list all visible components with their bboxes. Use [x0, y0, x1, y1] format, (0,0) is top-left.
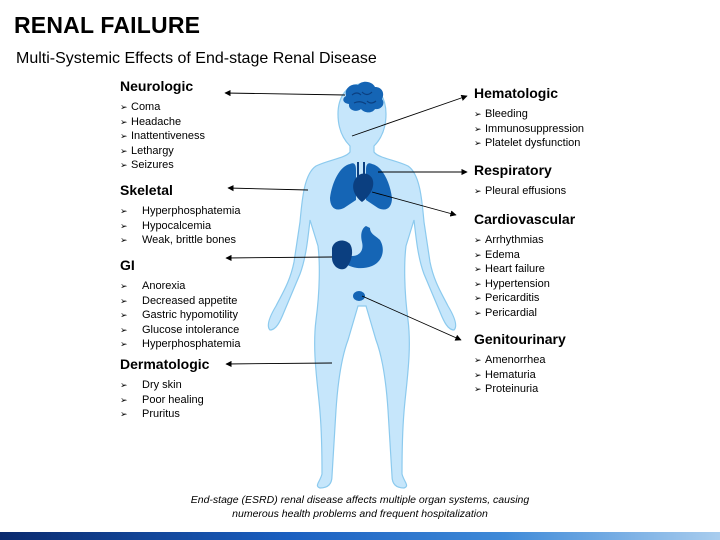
section-skeletal: Skeletal ➢Hyperphosphatemia ➢Hypocalcemi… [120, 182, 240, 248]
connector-arrows [224, 89, 468, 368]
list-item: ➢Decreased appetite [120, 294, 238, 307]
bladder-icon [353, 291, 365, 301]
stomach-icon [332, 226, 383, 270]
arrow-dermatologic [225, 360, 333, 368]
section-cardiovascular: Cardiovascular ➢Arrhythmias ➢Edema ➢Hear… [474, 211, 575, 320]
brain-icon [343, 81, 384, 113]
section-heading: Genitourinary [474, 331, 566, 347]
bottom-accent-bar [0, 532, 720, 540]
arrow-hematologic [351, 94, 468, 137]
human-body-silhouette [267, 83, 457, 489]
page-title: RENAL FAILURE [14, 12, 201, 38]
section-dermatologic: Dermatologic ➢Dry skin ➢Poor healing ➢Pr… [120, 356, 209, 422]
list-item: ➢Immunosuppression [474, 122, 585, 135]
section-heading: Respiratory [474, 162, 552, 178]
arrow-gi [225, 254, 333, 262]
list-item: ➢Seizures [120, 159, 174, 171]
list-item: ➢Coma [120, 101, 161, 113]
list-item: ➢Gastric hypomotility [120, 309, 238, 321]
arrow-neurologic [224, 89, 346, 97]
list-item: ➢Pleural effusions [474, 185, 567, 197]
section-heading: GI [120, 257, 135, 273]
list-item: ➢Pruritus [120, 408, 180, 420]
list-item: ➢Heart failure [474, 263, 545, 275]
list-item: ➢Hematuria [474, 368, 536, 381]
section-heading: Neurologic [120, 78, 194, 94]
list-item: ➢Lethargy [120, 144, 174, 157]
page-subtitle: Multi-Systemic Effects of End-stage Rena… [16, 50, 377, 67]
footer-caption: End-stage (ESRD) renal disease affects m… [190, 494, 530, 520]
section-heading: Cardiovascular [474, 211, 576, 227]
list-item: ➢Amenorrhea [474, 354, 546, 366]
list-item: ➢Hyperphosphatemia [120, 338, 241, 350]
list-item: ➢Headache [120, 115, 182, 128]
arrow-skeletal [227, 184, 309, 192]
list-item: ➢Anorexia [120, 280, 186, 292]
section-heading: Hematologic [474, 85, 559, 101]
list-item: ➢Weak, brittle bones [120, 234, 236, 246]
list-item: ➢Proteinuria [474, 383, 539, 395]
arrow-cardiovascular [371, 191, 457, 217]
section-neurologic: Neurologic ➢Coma ➢Headache ➢Inattentiven… [120, 78, 205, 173]
list-item: ➢Edema [474, 248, 520, 261]
section-heading: Skeletal [120, 182, 173, 198]
list-item: ➢Hyperphosphatemia [120, 205, 241, 217]
list-item: ➢Inattentiveness [120, 130, 205, 142]
heart-icon [353, 173, 374, 202]
section-heading: Dermatologic [120, 356, 210, 372]
list-item: ➢Poor healing [120, 393, 204, 406]
list-item: ➢Hypocalcemia [120, 219, 212, 232]
list-item: ➢Arrhythmias [474, 234, 544, 246]
section-gi: GI ➢Anorexia ➢Decreased appetite ➢Gastri… [120, 257, 240, 352]
section-genitourinary: Genitourinary ➢Amenorrhea ➢Hematuria ➢Pr… [474, 331, 566, 397]
list-item: ➢Glucose intolerance [120, 323, 240, 336]
list-item: ➢Platelet dysfunction [474, 137, 581, 149]
section-hematologic: Hematologic ➢Bleeding ➢Immunosuppression… [474, 85, 584, 151]
list-item: ➢Bleeding [474, 108, 528, 120]
list-item: ➢Pericardial [474, 306, 537, 319]
arrow-genitourinary [361, 295, 462, 341]
list-item: ➢Pericarditis [474, 292, 540, 304]
section-respiratory: Respiratory ➢Pleural effusions [474, 162, 566, 199]
list-item: ➢Dry skin [120, 379, 182, 391]
list-item: ➢Hypertension [474, 277, 550, 290]
